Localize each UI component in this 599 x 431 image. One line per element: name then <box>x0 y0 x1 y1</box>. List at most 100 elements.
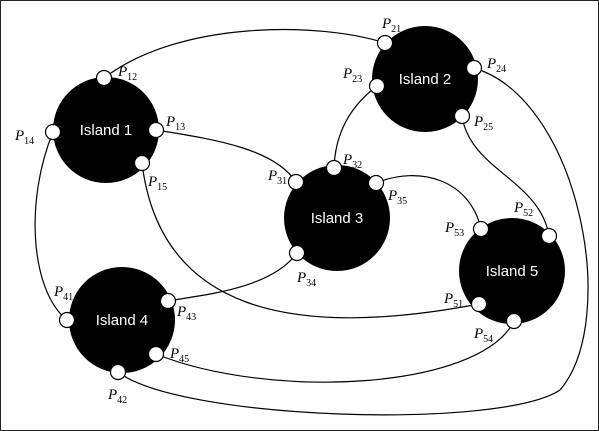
island-5-label: Island 5 <box>486 263 539 280</box>
port-label-53-letter: P <box>444 220 454 236</box>
port-label-32: P32 <box>342 152 362 171</box>
island-2-circle <box>372 26 478 132</box>
island-3-circle <box>284 165 390 271</box>
port-label-45: P45 <box>169 346 189 365</box>
port-42 <box>109 363 127 381</box>
port-label-31-letter: P <box>267 168 277 184</box>
port-label-32-subscript: 32 <box>352 160 362 171</box>
port-54 <box>505 312 523 330</box>
port-label-13: P13 <box>165 114 185 133</box>
port-label-54: P54 <box>473 326 493 345</box>
link-p15-p51 <box>141 162 480 319</box>
island-4: Island 4 <box>69 267 175 373</box>
port-label-41-subscript: 41 <box>63 292 73 303</box>
link-p45-p54 <box>155 320 515 383</box>
port-45 <box>147 345 165 363</box>
port-label-14: P14 <box>14 128 34 147</box>
port-label-13-letter: P <box>165 114 175 130</box>
port-label-54-letter: P <box>473 326 483 342</box>
island-2-label: Island 2 <box>399 71 452 88</box>
link-p23-p32 <box>333 85 378 169</box>
port-label-52-letter: P <box>513 200 523 216</box>
island-1-label: Island 1 <box>80 122 133 139</box>
island-3: Island 3 <box>284 165 390 271</box>
port-label-51: P51 <box>443 291 463 310</box>
port-label-51-subscript: 51 <box>453 299 463 310</box>
link-p14-p41 <box>34 131 68 321</box>
port-35 <box>367 174 385 192</box>
port-label-12-letter: P <box>117 64 127 80</box>
port-51 <box>470 295 488 313</box>
island-5: Island 5 <box>459 218 565 324</box>
link-p13-p31 <box>155 129 297 183</box>
port-label-23-letter: P <box>342 66 352 82</box>
port-label-24-letter: P <box>486 56 496 72</box>
port-label-43-letter: P <box>176 304 186 320</box>
port-52 <box>540 227 558 245</box>
port-label-52-subscript: 52 <box>523 208 533 219</box>
port-label-21-letter: P <box>381 16 391 32</box>
port-label-42-subscript: 42 <box>117 395 127 406</box>
port-label-34-letter: P <box>296 270 306 286</box>
port-label-12: P12 <box>117 64 137 83</box>
island-4-circle <box>69 267 175 373</box>
port-labels-layer: P12P13P14P15P21P23P24P25P31P32P34P35P41P… <box>14 16 533 406</box>
port-label-13-subscript: 13 <box>175 122 185 133</box>
port-31 <box>287 173 305 191</box>
island-1: Island 1 <box>53 77 159 183</box>
port-label-14-subscript: 14 <box>24 136 34 147</box>
port-label-14-letter: P <box>14 128 24 144</box>
port-label-53-subscript: 53 <box>454 228 464 239</box>
port-41 <box>58 311 76 329</box>
port-label-15-subscript: 15 <box>157 182 167 193</box>
port-label-51-letter: P <box>443 291 453 307</box>
port-label-34-subscript: 34 <box>306 278 316 289</box>
island-4-label: Island 4 <box>96 312 149 329</box>
port-label-43-subscript: 43 <box>186 312 196 323</box>
port-label-54-subscript: 54 <box>483 334 493 345</box>
port-label-52: P52 <box>513 200 533 219</box>
port-label-43: P43 <box>176 304 196 323</box>
island-2: Island 2 <box>372 26 478 132</box>
port-label-25-subscript: 25 <box>483 122 493 133</box>
port-34 <box>288 244 306 262</box>
port-label-42: P42 <box>107 387 127 406</box>
island-5-circle <box>459 218 565 324</box>
island-1-circle <box>53 77 159 183</box>
port-43 <box>159 292 177 310</box>
port-12 <box>95 69 113 87</box>
port-label-15: P15 <box>147 174 167 193</box>
port-label-35-subscript: 35 <box>397 196 407 207</box>
islands-layer: Island 1 Island 2 Island 3 Island 4 Island 5 <box>53 26 565 373</box>
port-label-31: P31 <box>267 168 287 187</box>
port-label-42-letter: P <box>107 387 117 403</box>
port-label-21-subscript: 21 <box>391 24 401 35</box>
port-label-21: P21 <box>381 16 401 35</box>
port-15 <box>133 154 151 172</box>
port-label-25: P25 <box>473 114 493 133</box>
port-14 <box>44 123 62 141</box>
link-p12-p21 <box>103 28 386 79</box>
link-p34-p43 <box>167 252 298 302</box>
port-label-35: P35 <box>387 188 407 207</box>
port-label-24-subscript: 24 <box>496 64 506 75</box>
port-label-23-subscript: 23 <box>352 74 362 85</box>
port-label-35-letter: P <box>387 188 397 204</box>
port-label-45-letter: P <box>169 346 179 362</box>
port-label-12-subscript: 12 <box>127 72 137 83</box>
port-24 <box>465 59 483 77</box>
port-label-15-letter: P <box>147 174 157 190</box>
link-p25-p52 <box>461 115 550 237</box>
port-13 <box>147 121 165 139</box>
port-53 <box>472 220 490 238</box>
port-label-41: P41 <box>53 284 73 303</box>
port-32 <box>325 159 343 177</box>
port-label-32-letter: P <box>342 152 352 168</box>
port-label-23: P23 <box>342 66 362 85</box>
ports-layer <box>44 34 558 381</box>
port-23 <box>368 77 386 95</box>
island-3-label: Island 3 <box>311 210 364 227</box>
port-21 <box>376 34 394 52</box>
port-label-31-subscript: 31 <box>277 176 287 187</box>
port-label-25-letter: P <box>473 114 483 130</box>
